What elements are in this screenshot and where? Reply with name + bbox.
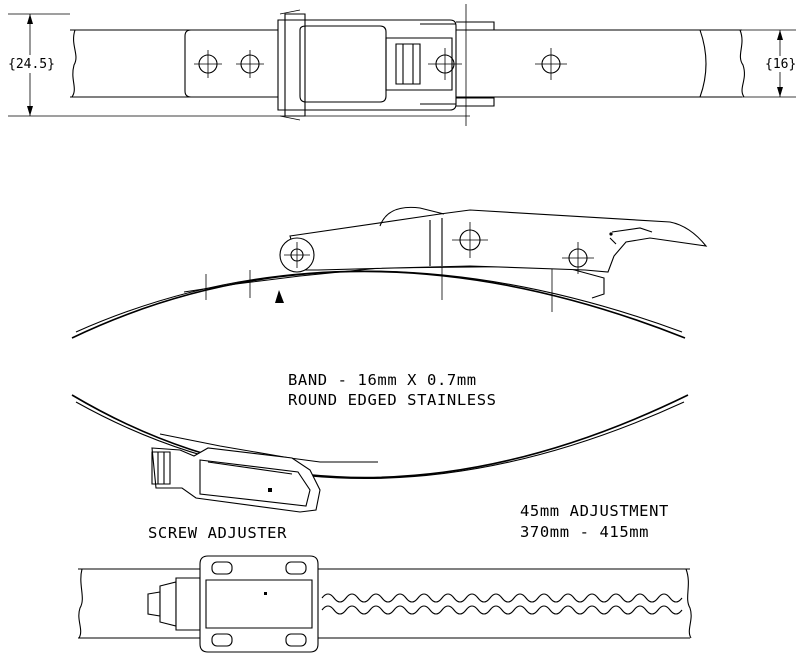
band-spec-line1: BAND - 16mm X 0.7mm bbox=[288, 371, 477, 389]
screw-head bbox=[151, 451, 171, 485]
adjustment-line1: 45mm ADJUSTMENT bbox=[520, 502, 669, 520]
band-lower-outer-curve bbox=[71, 394, 689, 479]
band-lower-inner-curve bbox=[75, 401, 685, 480]
lever-hinge bbox=[284, 13, 306, 117]
screw-end bbox=[147, 591, 161, 617]
dimension-16: {16} bbox=[742, 29, 798, 98]
lever-arm bbox=[289, 209, 708, 273]
screw-nut bbox=[159, 581, 177, 627]
worm-drive-slots bbox=[321, 593, 683, 615]
side-view-lever-buckle bbox=[71, 206, 708, 339]
top-view-lever-buckle: {24.5} {16} bbox=[6, 4, 798, 126]
latch-bracket bbox=[456, 21, 495, 107]
side-view-screw-adjuster bbox=[71, 394, 689, 513]
adjustment-line2: 370mm - 415mm bbox=[520, 523, 649, 541]
dimension-16-label: {16} bbox=[765, 57, 796, 72]
band-outer-curve bbox=[71, 270, 686, 339]
lever-pad-profile bbox=[379, 206, 445, 227]
lower-band-break-left bbox=[78, 568, 83, 639]
rivet-holes-left bbox=[194, 50, 264, 78]
lever-pad bbox=[299, 25, 387, 103]
rivet-holes-right bbox=[428, 48, 567, 80]
band-inner-curve bbox=[75, 270, 683, 333]
dimension-24-5-label: {24.5} bbox=[8, 57, 55, 72]
dimension-24-5: {24.5} bbox=[6, 13, 470, 117]
adjuster-housing-top bbox=[199, 555, 319, 653]
left-plate bbox=[184, 29, 286, 98]
screw-adjuster-label: SCREW ADJUSTER bbox=[148, 524, 287, 542]
band-end-curve bbox=[699, 29, 707, 98]
lower-band-edges bbox=[78, 568, 690, 639]
lower-band-break-right bbox=[685, 568, 692, 639]
band-break-right bbox=[739, 29, 745, 98]
screw-adjuster-housing bbox=[151, 447, 321, 513]
band-spec-line2: ROUND EDGED STAINLESS bbox=[288, 391, 497, 409]
latch-keeper bbox=[385, 37, 453, 91]
bottom-view-screw-adjuster bbox=[78, 555, 692, 653]
band-break-left bbox=[71, 29, 77, 98]
